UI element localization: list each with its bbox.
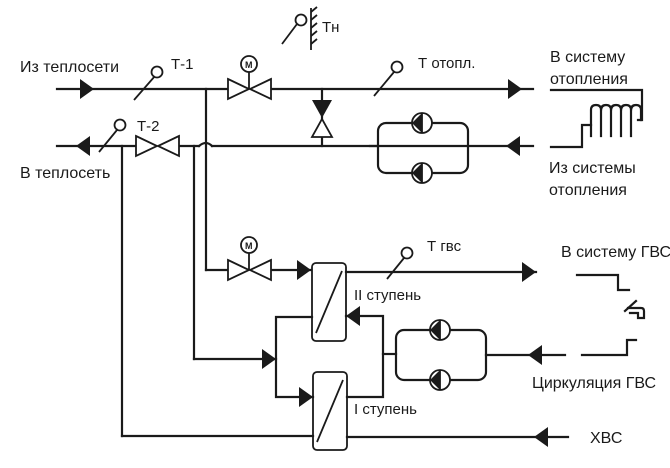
to-dhw-label: В систему ГВС [561,244,670,261]
primary-loop [192,315,315,407]
flow-arrow-from-heating [506,136,520,156]
to-heating-label-1: В систему [550,49,625,66]
pump-icon [411,162,433,184]
motor-valve-heating: M [227,55,272,101]
t1-label: Т-1 [171,56,194,73]
heating-pumps [368,112,470,184]
tn-label: Тн [322,19,339,36]
flow-arrow-to-heating [508,79,522,99]
flow-arrow-circulation [528,345,542,365]
to-heating-label-2: отопления [550,71,628,88]
sensor-t1: Т-1 [133,56,194,101]
t2-label: Т-2 [137,118,160,135]
from-heating-label-2: отопления [549,182,627,199]
dhw-circulation-pumps [394,319,567,391]
flow-arrow-cold-water [534,427,548,447]
pump-icon [411,112,433,134]
sensor-tn: Тн [281,6,339,50]
sensor-t-dhw: Т гвс [386,238,462,280]
flow-arrow [262,349,276,369]
pump-icon [429,369,451,391]
cold-water-label: ХВС [590,430,622,447]
heat-exchanger-stage2 [311,262,347,342]
motor-symbol: M [245,241,253,251]
flow-arrow-supply-in [80,79,94,99]
stage1-label: I ступень [354,401,417,418]
motor-valve-dhw: M [227,236,272,282]
stage2-label: II ступень [354,287,421,304]
from-heating-label-1: Из системы [549,160,636,177]
pump-icon [429,319,451,341]
radiator-icon [549,88,644,149]
secondary-loop [344,306,398,399]
sensor-t2: Т-2 [98,118,160,153]
flow-arrow [299,387,313,407]
heat-exchanger-stage1 [312,371,348,451]
motor-symbol: M [245,60,253,70]
flow-arrow-to-dhw [522,262,536,282]
flow-arrow [346,306,360,326]
sensor-t-heating: Т отопл. [373,55,475,97]
flow-arrow [297,260,311,280]
to-network-label: В теплосеть [20,165,110,182]
return-line [55,136,535,156]
from-network-label: Из теплосети [20,59,119,76]
flow-arrow-to-network [76,136,90,156]
dhw-circulation-label: Циркуляция ГВС [532,375,656,392]
gate-valve-return [135,134,180,158]
dhw-branch [204,260,314,280]
check-valve-bypass [310,87,334,148]
t-heating-label: Т отопл. [418,55,475,72]
tap-icon [575,273,646,357]
supply-line [55,79,535,99]
t-dhw-label: Т гвс [427,238,462,255]
